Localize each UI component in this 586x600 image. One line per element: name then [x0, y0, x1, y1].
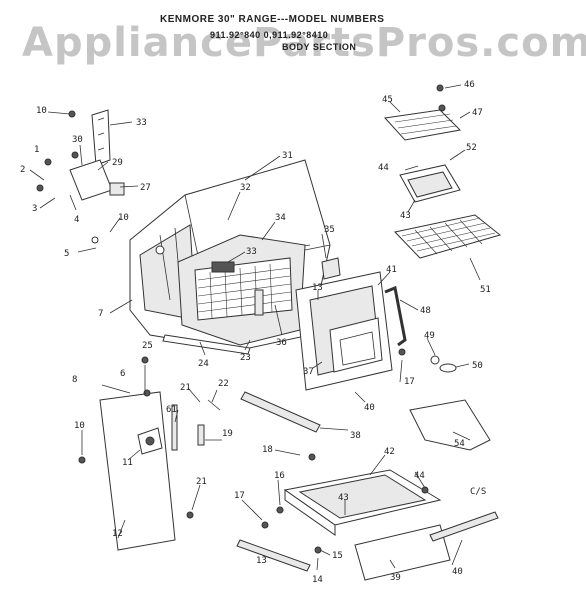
part-label: 17 [234, 491, 245, 501]
door-gasket [384, 285, 407, 347]
part-label: 1 [34, 145, 39, 155]
part-label: 47 [472, 108, 483, 118]
part-label: 10 [118, 213, 129, 223]
part-label: 17 [404, 377, 415, 387]
part-label: 16 [274, 471, 285, 481]
oven-liner [177, 234, 306, 346]
leader-lines [29, 84, 481, 571]
part-label: 44 [378, 163, 389, 173]
storage-drawer [283, 469, 442, 536]
part-label: 43 [338, 493, 349, 503]
drawer-rail-right [429, 511, 499, 542]
part-label: 23 [240, 353, 251, 363]
part-label: 40 [452, 567, 463, 577]
part-label: 13 [256, 556, 267, 566]
diagram-title: KENMORE 30" RANGE---MODEL NUMBERS [160, 14, 385, 25]
part-label: 3 [32, 204, 37, 214]
part-label: 22 [218, 379, 229, 389]
part-label: 35 [324, 225, 335, 235]
part-label: C/S [470, 487, 486, 497]
drawer-front [354, 524, 451, 581]
side-bracket-part [69, 159, 125, 201]
part-label: 29 [112, 158, 123, 168]
oven-door-frame [295, 271, 393, 391]
part-label: 45 [382, 95, 393, 105]
part-label: 37 [303, 367, 314, 377]
part-label: 50 [472, 361, 483, 371]
bottom-strip [162, 334, 251, 355]
part-label: 41 [386, 265, 397, 275]
part-label: 40 [364, 403, 375, 413]
model-numbers: 911.92°840 0,911.92°8410 [210, 30, 329, 40]
part-label: 19 [222, 429, 233, 439]
door-handle [240, 391, 321, 433]
fasteners [36, 84, 457, 554]
part-label: 46 [464, 80, 475, 90]
broiler-rack [383, 109, 462, 141]
part-label: 6 [120, 369, 125, 379]
part-label: 5 [64, 249, 69, 259]
part-label: 38 [350, 431, 361, 441]
part-label: 33 [246, 247, 257, 257]
part-label: 12 [112, 529, 123, 539]
part-label: 21 [180, 383, 191, 393]
part-label: 33 [136, 118, 147, 128]
part-label: 36 [276, 338, 287, 348]
part-label: 51 [480, 285, 491, 295]
part-label: 44 [414, 471, 425, 481]
part-label: 10 [74, 421, 85, 431]
oven-rack [394, 214, 502, 259]
part-label: 39 [390, 573, 401, 583]
part-label: 4 [74, 215, 79, 225]
part-label: 18 [262, 445, 273, 455]
watermark: AppliancePartsPros.com [22, 20, 586, 66]
part-label: 8 [72, 375, 77, 385]
part-label: 61 [166, 405, 177, 415]
part-label: 52 [466, 143, 477, 153]
part-label: 14 [312, 575, 323, 585]
part-label: 2 [20, 165, 25, 175]
part-label: 43 [400, 211, 411, 221]
part-label: 27 [140, 183, 151, 193]
part-label: 10 [36, 106, 47, 116]
part-label: 24 [198, 359, 209, 369]
broiler-pan [399, 164, 461, 203]
drawer-rail-left [236, 539, 311, 572]
part-label: 30 [72, 135, 83, 145]
part-label: 32 [240, 183, 251, 193]
part-label: 15 [332, 551, 343, 561]
drawer-liner [409, 399, 491, 451]
part-label: 21 [196, 477, 207, 487]
part-label: 7 [98, 309, 103, 319]
part-label: 49 [424, 331, 435, 341]
panel-part [321, 257, 341, 280]
part-label: 25 [142, 341, 153, 351]
part-label: 11 [122, 458, 133, 468]
outer-door-panel [99, 391, 176, 551]
part-label: 13 [312, 283, 323, 293]
part-label: 34 [275, 213, 286, 223]
part-label: 54 [454, 439, 465, 449]
bracket-part [91, 109, 111, 166]
part-label: 48 [420, 306, 431, 316]
part-label: 42 [384, 447, 395, 457]
part-number-labels: 10 33 30 1 2 29 27 3 4 10 5 7 31 32 34 3… [20, 80, 491, 585]
section-title: BODY SECTION [282, 42, 357, 52]
part-label: 31 [282, 151, 293, 161]
